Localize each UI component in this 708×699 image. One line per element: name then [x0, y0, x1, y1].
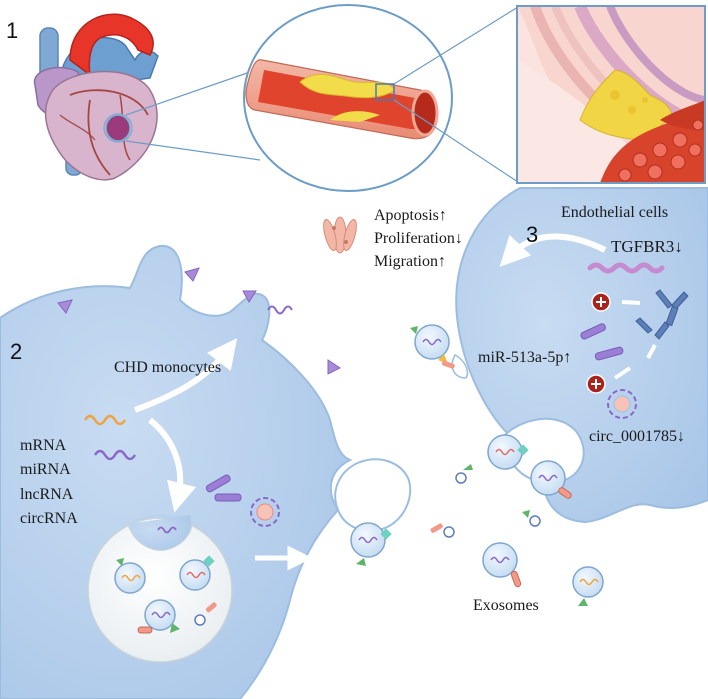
- zoom-line: [393, 6, 519, 85]
- mir-513a-5p-label: miR-513a-5p↑: [478, 349, 572, 366]
- zoom-line: [125, 71, 251, 116]
- activation-markers: [586, 292, 657, 394]
- endothelial-cells-label: Endothelial cells: [561, 204, 669, 221]
- free-ligands: [430, 360, 541, 538]
- circrna-circles: [250, 389, 637, 527]
- panel-number-3: 3: [526, 222, 539, 247]
- effect-proliferation: Proliferation↓: [374, 230, 463, 247]
- arrows: [133, 233, 607, 571]
- rna-type-lncrna: lncRNA: [20, 486, 74, 503]
- purple-triangles: [57, 267, 341, 375]
- tgfbr3-label: TGFBR3↓: [611, 237, 683, 256]
- endothelial-cell: [451, 187, 708, 524]
- multivesicular-body: [87, 514, 233, 663]
- rna-type-mrna: mRNA: [20, 437, 67, 454]
- exosomes: [114, 324, 604, 634]
- artery-cross-section: [243, 4, 453, 192]
- rna-type-mirna: miRNA: [20, 461, 71, 478]
- effect-apoptosis: Apoptosis↑: [374, 207, 447, 224]
- mirna-rods: [205, 323, 624, 502]
- circ-0001785-label: circ_0001785↓: [589, 428, 685, 445]
- zoom-line: [393, 99, 519, 183]
- rna-type-circrna: circRNA: [20, 510, 78, 527]
- receptor-icons: [635, 289, 689, 340]
- chd-monocytes-label: CHD monocytes: [114, 359, 222, 376]
- cell-cluster-icon: [323, 216, 357, 254]
- panel-number-1: 1: [6, 18, 19, 43]
- rna-squiggles: [83, 305, 293, 534]
- zoom-line: [125, 140, 261, 161]
- heart-illustration: [33, 13, 159, 181]
- effect-migration: Migration↑: [374, 253, 446, 270]
- panel-number-2: 2: [10, 339, 23, 364]
- exosomes-label: Exosomes: [473, 597, 539, 614]
- tgfbr3-chain: [587, 262, 665, 274]
- plaque-zoom-inset: [516, 5, 706, 184]
